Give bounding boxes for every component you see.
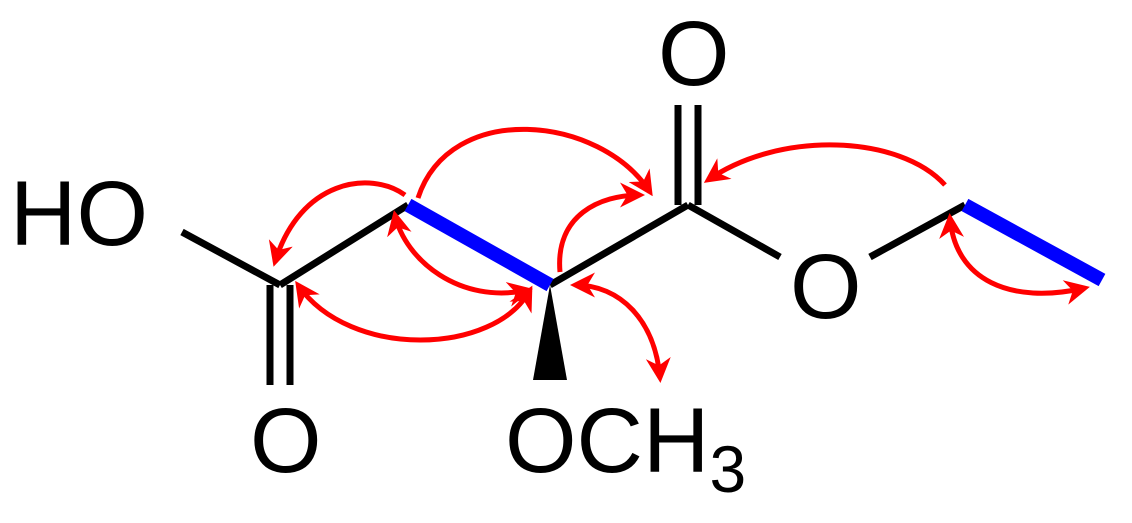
arrow-c2-to-c4 (415, 126, 653, 199)
arrow-c3-to-c4-up (557, 182, 645, 273)
arrow-c2-to-c3-lower (387, 210, 533, 307)
methoxy-subscript: 3 (709, 432, 746, 506)
highlight-bond-ch2-ch3 (961, 198, 1106, 287)
hydroxyl-label: HO (10, 163, 148, 265)
ester-carbonyl-oxygen-label: O (658, 3, 730, 105)
methoxy-main-text: OCH (505, 390, 709, 492)
bond-ho-c1 (180, 228, 282, 289)
bond-c3-c4 (548, 201, 690, 289)
arrow-ch2-to-ch3 (939, 213, 1090, 305)
bond-c4-oester (686, 201, 782, 261)
stereo-wedge-bond (533, 285, 567, 380)
methoxy-label: OCH3 (505, 390, 746, 506)
arrow-c3-to-c1-bottom (295, 280, 533, 343)
acid-carbonyl-oxygen-label: O (250, 390, 322, 492)
correlation-arrows (268, 126, 1090, 383)
arrow-c3-to-methoxy (570, 272, 671, 383)
highlight-bond-c2-c3 (404, 198, 554, 292)
arrow-c2-to-c1-top (268, 180, 407, 267)
atom-labels: HO O O O OCH3 (10, 3, 862, 506)
arrow-ch2-to-c4 (703, 142, 947, 187)
ester-oxygen-label: O (790, 236, 862, 338)
bond-c1-c2 (278, 202, 410, 288)
